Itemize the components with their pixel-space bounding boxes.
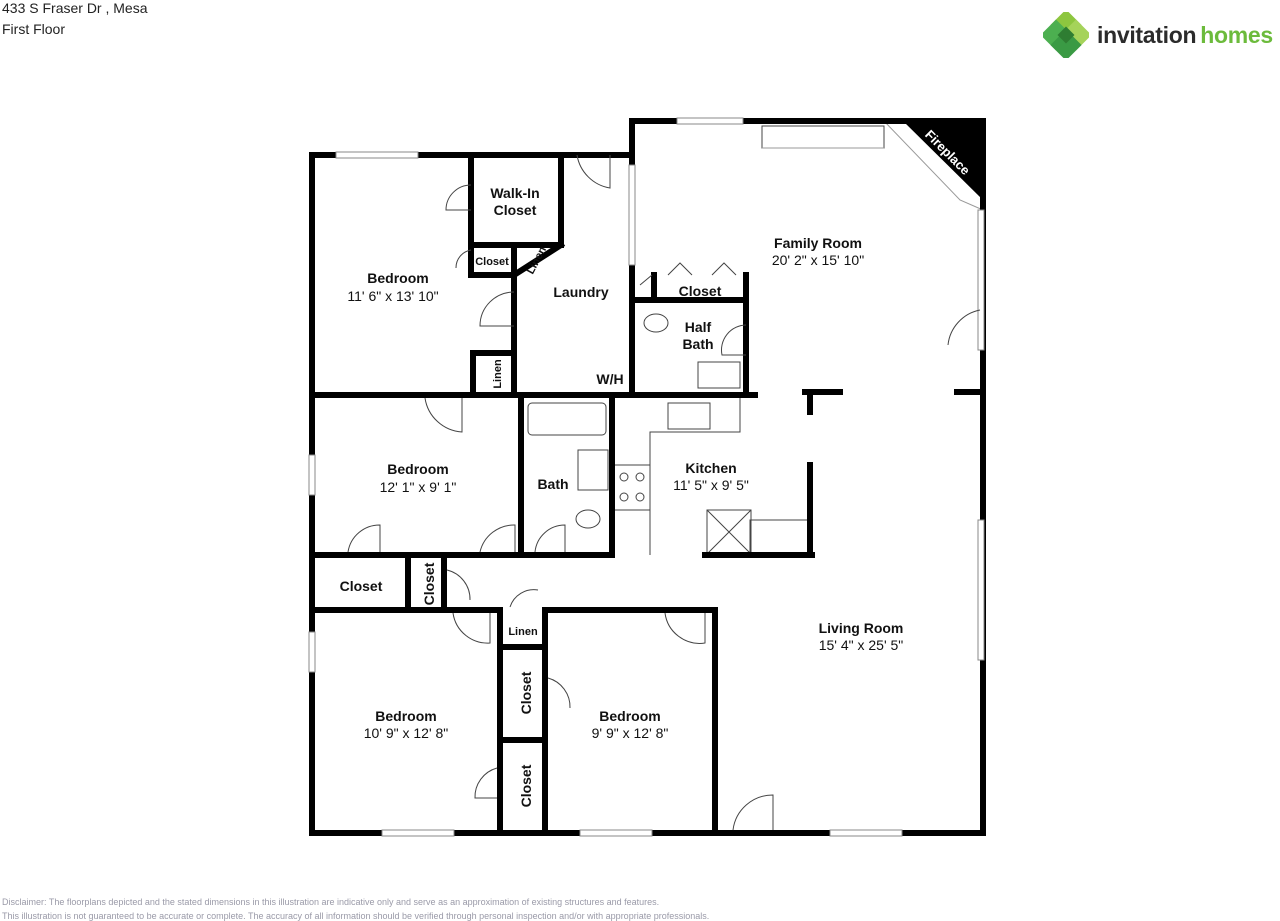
door-icon — [424, 397, 463, 433]
doors — [347, 154, 981, 831]
bathtub-icon — [527, 402, 607, 436]
family-room-name: Family Room — [774, 235, 862, 251]
linen-top-label: Linen — [525, 244, 549, 276]
bedroom4-dims: 9' 9" x 12' 8" — [592, 725, 669, 741]
door-icon — [452, 612, 491, 644]
door-icon — [445, 184, 472, 211]
logo-word-homes: homes — [1200, 21, 1273, 48]
bedroom3-name: Bedroom — [375, 708, 436, 724]
property-address: 433 S Fraser Dr , Mesa — [2, 0, 148, 16]
bedroom4-name: Bedroom — [599, 708, 660, 724]
disclaimer-line-1: Disclaimer: The floorplans depicted and … — [2, 897, 660, 907]
invitation-homes-logo: invitation homes — [1043, 12, 1273, 58]
laundry-label: Laundry — [553, 284, 608, 300]
floor-label: First Floor — [2, 21, 65, 37]
kitchen-counter — [649, 395, 741, 555]
door-icon — [347, 524, 381, 553]
logo-word-invitation: invitation — [1097, 21, 1197, 48]
closet-b-label: Closet — [421, 562, 437, 605]
small-closet-label: Closet — [475, 256, 509, 268]
bath-sink-icon — [577, 449, 609, 491]
bedroom1-name: Bedroom — [367, 270, 428, 286]
fireplace — [903, 121, 983, 200]
door-icon — [446, 569, 471, 601]
living-room-dims: 15' 4" x 25' 5" — [819, 637, 904, 653]
door-icon — [732, 794, 774, 831]
door-icon — [479, 524, 516, 553]
bedroom3-dims: 10' 9" x 12' 8" — [364, 725, 449, 741]
door-icon — [547, 677, 571, 709]
island-counter — [749, 519, 810, 555]
living-room-name: Living Room — [819, 620, 904, 636]
water-heater-label: W/H — [596, 371, 623, 387]
room-labels: Bedroom 11' 6" x 13' 10" Walk-In Closet … — [340, 185, 904, 807]
walkin-label-2: Closet — [494, 202, 537, 218]
bedroom2-name: Bedroom — [387, 461, 448, 477]
door-icon — [664, 612, 706, 644]
linen-low-label: Linen — [508, 626, 538, 638]
halfbath-label-2: Bath — [682, 336, 713, 352]
door-icon — [509, 589, 539, 608]
door-icon — [576, 154, 611, 189]
family-room-dims: 20' 2" x 15' 10" — [772, 252, 864, 268]
family-closet-label: Closet — [679, 283, 722, 299]
halfbath-toilet-icon — [643, 313, 669, 333]
bedroom1-dims: 11' 6" x 13' 10" — [347, 288, 438, 304]
door-icon — [474, 767, 498, 799]
kitchen-sink-icon — [667, 402, 711, 430]
counter-icon — [761, 125, 885, 149]
toilet-icon — [575, 509, 601, 529]
kitchen-dims: 11' 5" x 9' 5" — [673, 477, 749, 493]
door-icon — [721, 324, 747, 356]
door-icon — [534, 524, 566, 553]
walkin-label-1: Walk-In — [490, 185, 539, 201]
closet-c-label: Closet — [518, 671, 534, 714]
logo-mark-icon — [1043, 12, 1089, 58]
linen-mid-label: Linen — [492, 359, 504, 389]
fixtures — [527, 120, 984, 555]
bedroom2-dims: 12' 1" x 9' 1" — [380, 479, 457, 495]
disclaimer-line-2: This illustration is not guaranteed to b… — [2, 911, 710, 921]
bath-label: Bath — [537, 476, 568, 492]
halfbath-label-1: Half — [685, 319, 712, 335]
closet-a-label: Closet — [340, 578, 383, 594]
door-icon — [947, 309, 981, 346]
kitchen-name: Kitchen — [685, 460, 736, 476]
halfbath-sink-icon — [697, 361, 741, 389]
closet-d-label: Closet — [518, 764, 534, 807]
door-icon — [455, 249, 472, 269]
windows — [308, 117, 985, 837]
stove-icon — [613, 464, 651, 511]
door-icon — [479, 291, 515, 327]
bifold-door-icon — [639, 262, 737, 286]
